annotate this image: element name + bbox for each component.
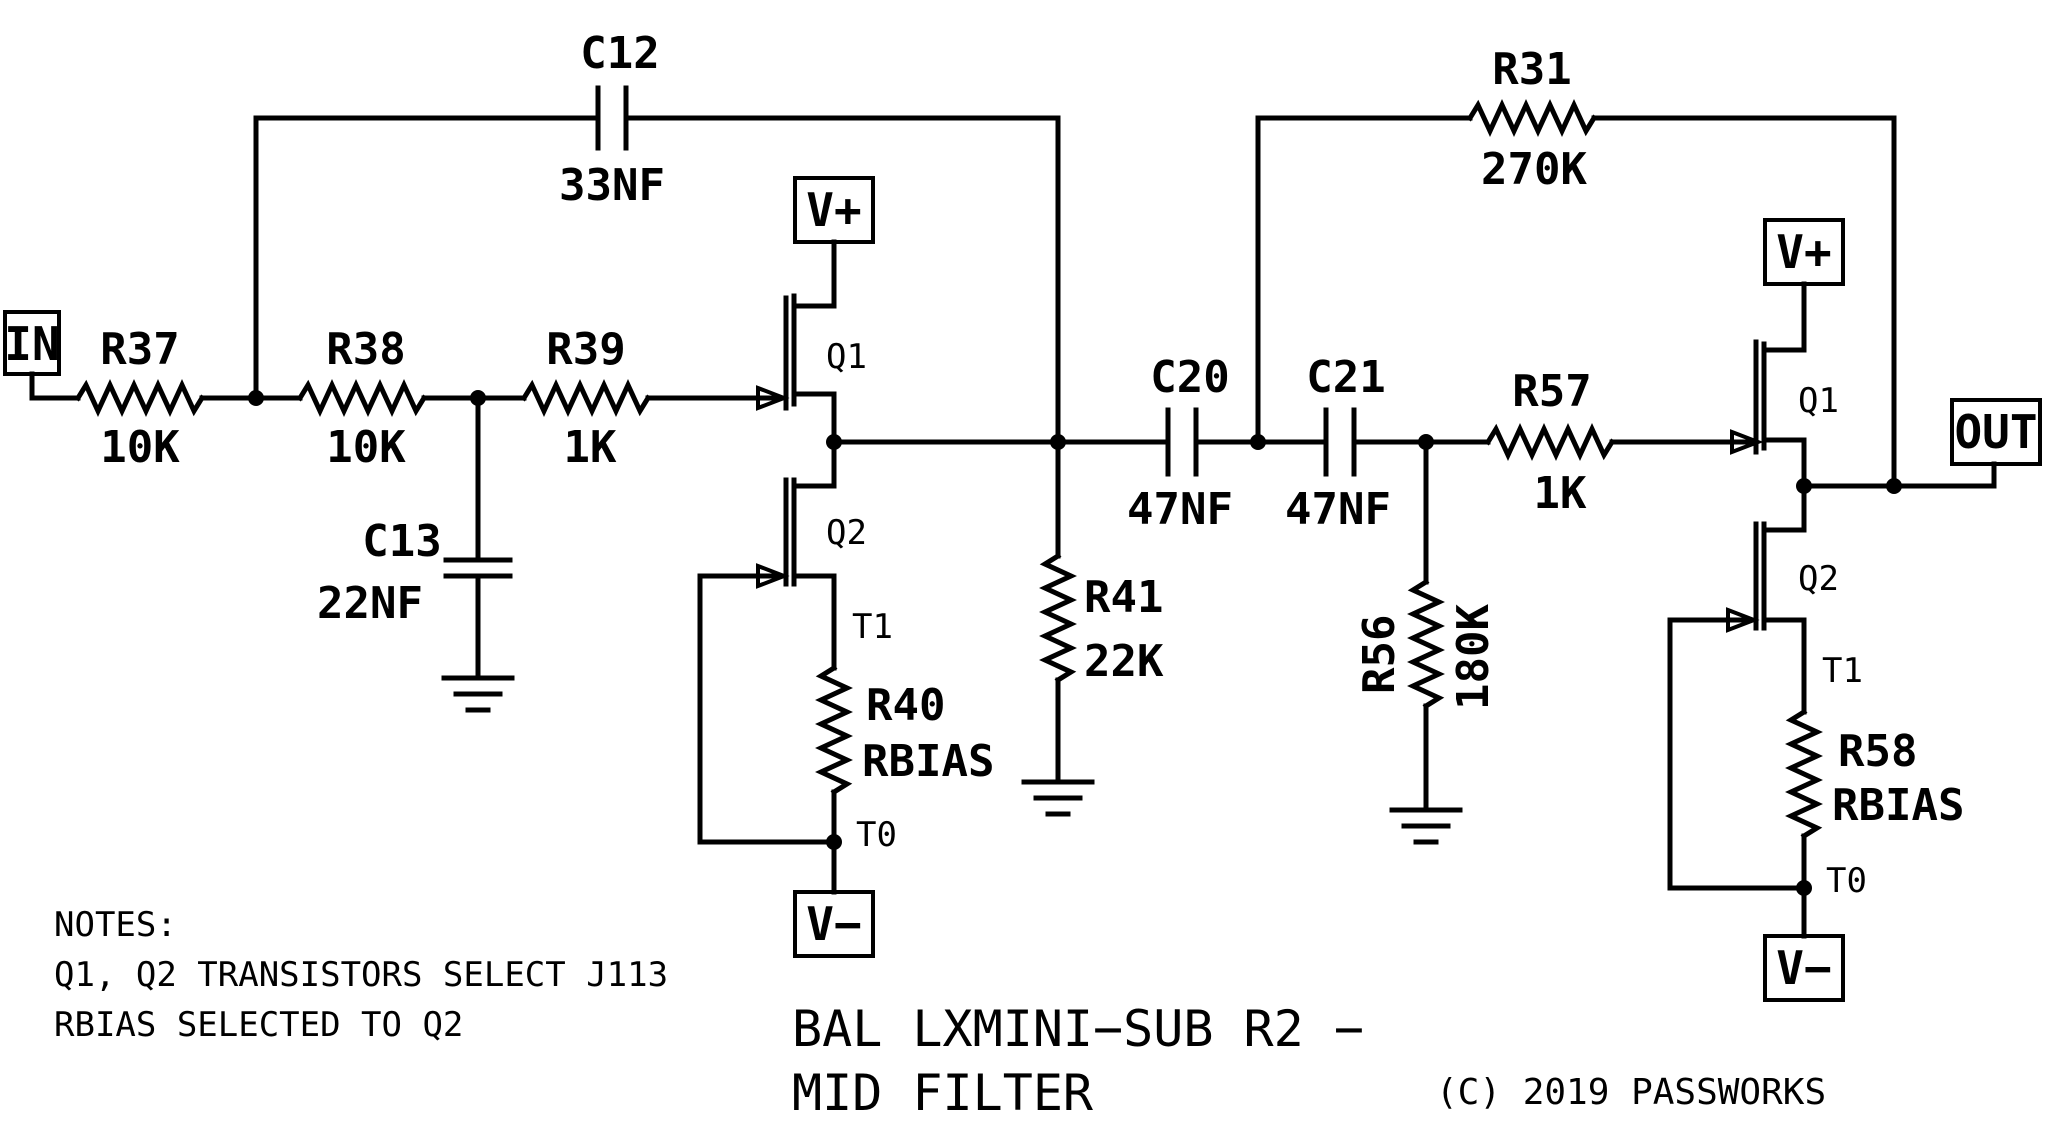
resistor-r37: R37 10K	[74, 324, 206, 473]
capacitor-c12: C12 33NF	[559, 28, 665, 211]
output-port: OUT	[1950, 398, 2042, 466]
copyright: (C) 2019 PASSWORKS	[1436, 1072, 1826, 1113]
resistor-r38: R38 10K	[296, 324, 428, 473]
vminus-label: V−	[806, 897, 861, 951]
resistor-r40: R40 RBIAS	[815, 664, 994, 796]
transistor-q2-stage1: Q2	[783, 477, 867, 587]
r41-value: 22K	[1084, 636, 1164, 687]
transistor-q1-stage2: Q1	[1753, 339, 1839, 489]
notes-heading: NOTES:	[54, 905, 177, 945]
r40-ref: R40	[866, 680, 945, 731]
pin-t0: T0	[1826, 861, 1867, 901]
r37-value: 10K	[100, 422, 180, 473]
pin-t1: T1	[852, 607, 893, 647]
junction-dot	[826, 834, 842, 850]
ground-symbol	[441, 675, 515, 713]
r39-ref: R39	[546, 324, 625, 375]
c21-value: 47NF	[1285, 484, 1391, 535]
title-block: BAL LXMINI−SUB R2 − MID FILTER	[792, 1000, 1364, 1122]
wire-in	[29, 371, 81, 401]
output-port-label: OUT	[1954, 405, 2037, 459]
q2-ref: Q2	[826, 513, 867, 553]
resistor-r39: R39 1K	[520, 324, 652, 473]
junction-dot	[1796, 880, 1812, 896]
q1-ref: Q1	[1798, 381, 1839, 421]
resistor-r58: R58 RBIAS	[1785, 708, 1964, 840]
r40-value: RBIAS	[862, 736, 994, 787]
r38-ref: R38	[326, 324, 405, 375]
vplus-label: V+	[806, 183, 861, 237]
q2-ref: Q2	[1798, 559, 1839, 599]
r38-value: 10K	[326, 422, 406, 473]
q1-ref: Q1	[826, 337, 867, 377]
r41-ref: R41	[1084, 572, 1163, 623]
r58-value: RBIAS	[1832, 780, 1964, 831]
capacitor-c21: C21 47NF	[1285, 352, 1391, 535]
input-port-label: IN	[4, 317, 59, 371]
r56-ref: R56	[1354, 615, 1405, 694]
r39-value: 1K	[564, 422, 617, 473]
vplus-box-1: V+	[793, 176, 875, 244]
c12-value: 33NF	[559, 160, 665, 211]
c12-ref: C12	[580, 28, 659, 79]
r56-value: 180K	[1448, 604, 1499, 710]
c13-value: 22NF	[317, 578, 423, 629]
transistor-q2-stage2: Q2	[1753, 521, 1839, 631]
vminus-box-2: V−	[1763, 934, 1845, 1002]
c13-ref: C13	[362, 516, 441, 567]
input-port: IN	[3, 310, 61, 376]
ground-symbol	[1021, 779, 1095, 817]
resistor-r41: R41 22K	[1039, 552, 1164, 687]
transistor-q1-stage1: Q1	[783, 293, 867, 445]
pin-t1: T1	[1822, 651, 1863, 691]
vplus-label: V+	[1776, 225, 1831, 279]
c20-ref: C20	[1150, 352, 1229, 403]
resistor-r31: R31 270K	[1466, 44, 1598, 195]
notes-block: NOTES: Q1, Q2 TRANSISTORS SELECT J113 RB…	[54, 905, 668, 1045]
r57-value: 1K	[1534, 468, 1587, 519]
capacitor-c13: C13 22NF	[317, 516, 513, 629]
pin-t0: T0	[856, 815, 897, 855]
notes-line-1: Q1, Q2 TRANSISTORS SELECT J113	[54, 955, 668, 995]
r37-ref: R37	[100, 324, 179, 375]
r58-ref: R58	[1838, 726, 1917, 777]
resistor-r57: R57 1K	[1484, 366, 1616, 519]
vminus-box-1: V−	[793, 890, 875, 958]
title-line-2: MID FILTER	[792, 1064, 1094, 1122]
c20-value: 47NF	[1127, 484, 1233, 535]
r57-ref: R57	[1512, 366, 1591, 417]
resistor-r56: R56 180K	[1354, 578, 1499, 710]
ground-symbol	[1389, 807, 1463, 845]
r31-ref: R31	[1492, 44, 1571, 95]
c21-ref: C21	[1306, 352, 1385, 403]
capacitor-c20: C20 47NF	[1127, 352, 1233, 535]
vplus-box-2: V+	[1763, 218, 1845, 286]
r31-value: 270K	[1481, 144, 1587, 195]
title-line-1: BAL LXMINI−SUB R2 −	[792, 1000, 1364, 1058]
vminus-label: V−	[1776, 941, 1831, 995]
notes-line-2: RBIAS SELECTED TO Q2	[54, 1005, 463, 1045]
